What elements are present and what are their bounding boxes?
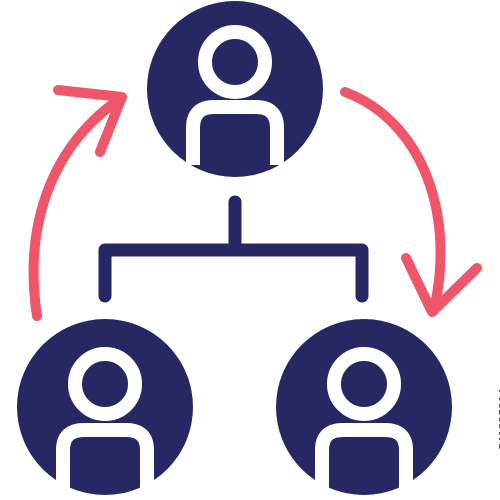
hierarchy-connector: [98, 195, 369, 303]
person-top-body: [186, 100, 284, 165]
person-bottom-right-body: [315, 423, 413, 488]
arrow-right-down-icon: [340, 87, 482, 317]
person-bottom-left-head: [68, 347, 142, 421]
person-top-icon: [147, 1, 323, 177]
person-bottom-right-icon: [276, 319, 452, 495]
person-top-head: [198, 25, 272, 99]
person-bottom-left-icon: [17, 319, 193, 495]
person-bottom-left-body: [56, 423, 154, 488]
arrow-left-up-icon: [28, 85, 127, 321]
person-bottom-right-head: [327, 347, 401, 421]
